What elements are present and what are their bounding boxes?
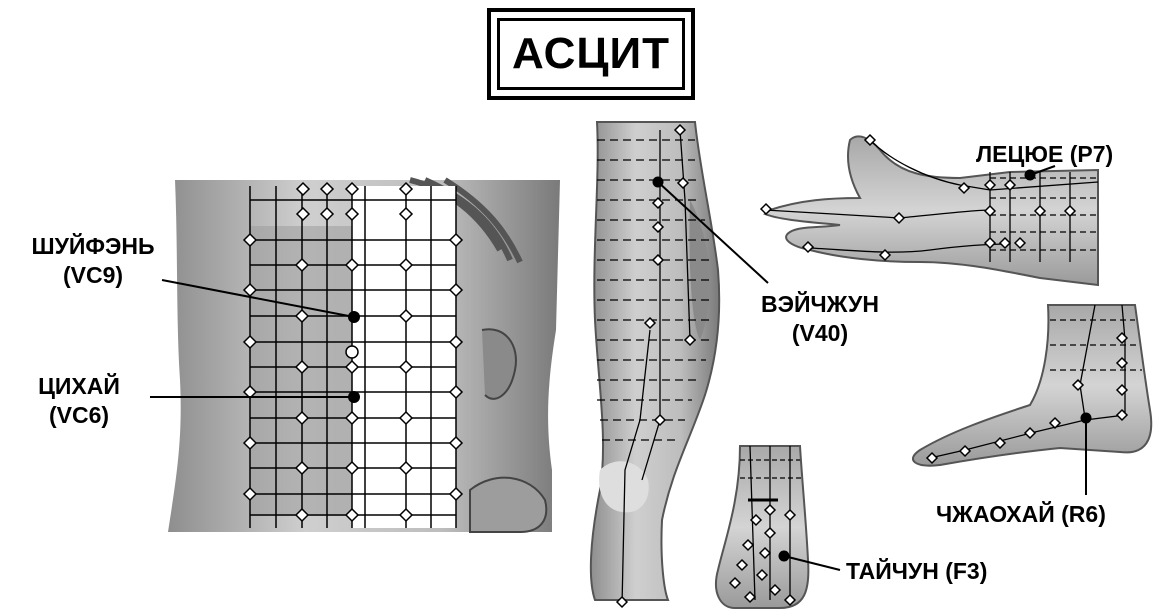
label-shuifen: ШУЙФЭНЬ (VC9) bbox=[8, 232, 178, 290]
page-title: АСЦИТ bbox=[512, 29, 670, 79]
label-weizhong-name: ВЭЙЧЖУН bbox=[730, 290, 910, 319]
label-weizhong: ВЭЙЧЖУН (V40) bbox=[730, 290, 910, 348]
label-lieque: ЛЕЦЮЕ (P7) bbox=[976, 140, 1113, 169]
label-taichong: ТАЙЧУН (F3) bbox=[846, 557, 987, 586]
label-weizhong-code: (V40) bbox=[730, 319, 910, 348]
label-shuifen-code: (VC9) bbox=[8, 261, 178, 290]
foot-top-figure bbox=[716, 446, 840, 608]
title-frame-inner: АСЦИТ bbox=[497, 18, 685, 90]
label-zhaohai-name: ЧЖАОХАЙ (R6) bbox=[936, 501, 1106, 527]
label-cihai-code: (VC6) bbox=[8, 401, 150, 430]
label-taichong-name: ТАЙЧУН (F3) bbox=[846, 558, 987, 584]
abdomen-white-panel bbox=[352, 186, 456, 528]
torso-figure bbox=[150, 180, 560, 532]
title-frame: АСЦИТ bbox=[487, 8, 695, 100]
label-shuifen-name: ШУЙФЭНЬ bbox=[8, 232, 178, 261]
label-lieque-name: ЛЕЦЮЕ (P7) bbox=[976, 141, 1113, 167]
label-zhaohai: ЧЖАОХАЙ (R6) bbox=[936, 500, 1106, 529]
label-cihai: ЦИХАЙ (VC6) bbox=[8, 372, 150, 430]
foot-side-silhouette bbox=[913, 305, 1151, 466]
foot-side-figure bbox=[913, 305, 1151, 495]
label-cihai-name: ЦИХАЙ bbox=[8, 372, 150, 401]
leg-silhouette bbox=[591, 122, 719, 600]
